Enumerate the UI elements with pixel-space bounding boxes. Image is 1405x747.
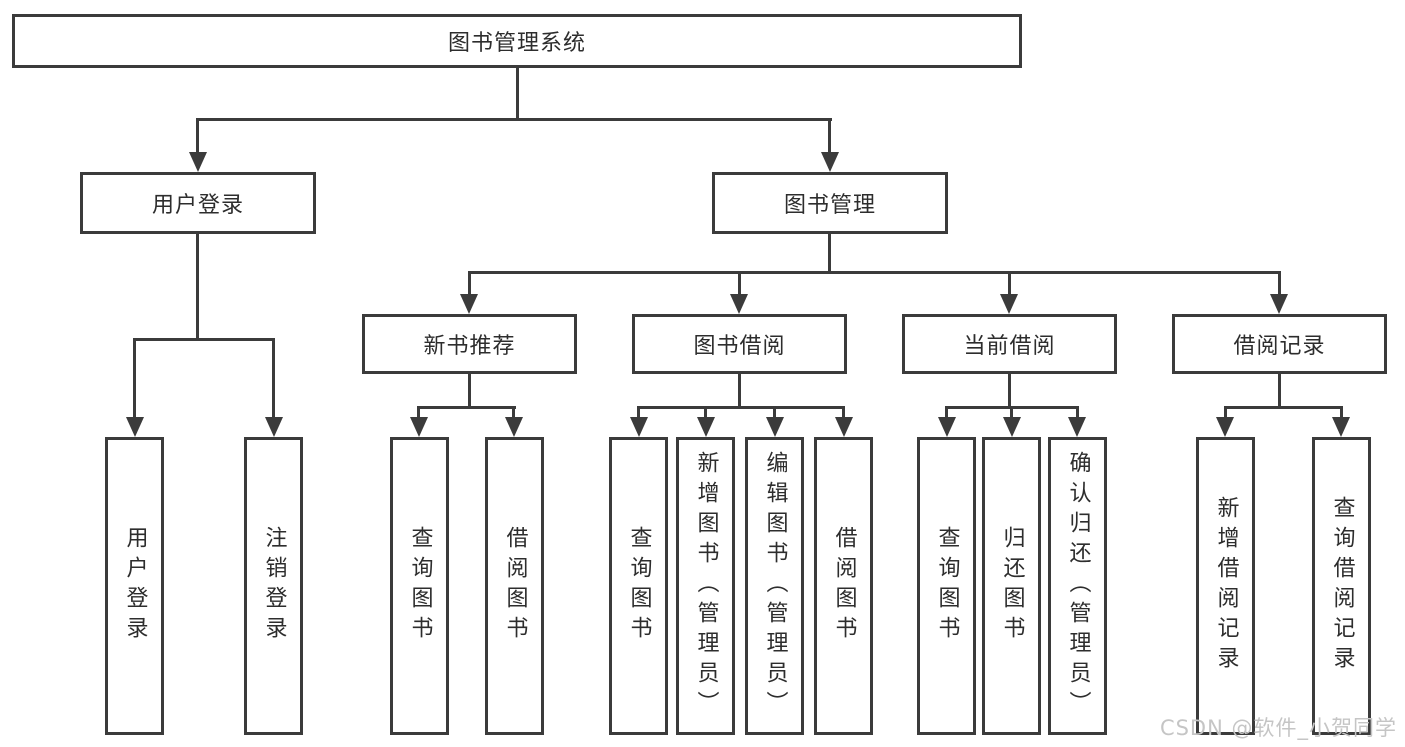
connector-line — [1008, 271, 1011, 296]
connector-line — [1010, 406, 1013, 421]
connector-line — [637, 406, 845, 409]
node-leaf-edit-books-admin: 编辑图书（管理员） — [745, 437, 804, 735]
connector-line — [704, 406, 707, 421]
connector-line — [1076, 406, 1079, 421]
node-new-book-recommendation: 新书推荐 — [362, 314, 577, 374]
arrowhead-down — [630, 417, 648, 437]
node-leaf-search-books: 查询图书 — [609, 437, 668, 735]
connector-line — [468, 271, 471, 296]
node-leaf-logout: 注销登录 — [244, 437, 303, 735]
node-user-login: 用户登录 — [80, 172, 316, 234]
arrowhead-down — [835, 417, 853, 437]
arrowhead-down — [821, 152, 839, 172]
node-borrowing-records: 借阅记录 — [1172, 314, 1387, 374]
connector-line — [196, 118, 832, 121]
arrowhead-down — [460, 294, 478, 314]
arrowhead-down — [766, 417, 784, 437]
arrowhead-down — [126, 417, 144, 437]
arrowhead-down — [410, 417, 428, 437]
arrowhead-down — [1270, 294, 1288, 314]
connector-line — [1008, 374, 1011, 406]
node-leaf-search-books: 查询图书 — [917, 437, 976, 735]
node-leaf-add-books-admin: 新增图书（管理员） — [676, 437, 735, 735]
arrowhead-down — [1068, 417, 1086, 437]
arrowhead-down — [1003, 417, 1021, 437]
connector-line — [738, 271, 741, 296]
arrowhead-down — [189, 152, 207, 172]
connector-line — [828, 118, 831, 154]
node-leaf-confirm-return-admin: 确认归还（管理员） — [1048, 437, 1107, 735]
node-leaf-borrow-books: 借阅图书 — [485, 437, 544, 735]
node-leaf-search-borrow-record: 查询借阅记录 — [1312, 437, 1371, 735]
arrowhead-down — [1216, 417, 1234, 437]
connector-line — [516, 68, 519, 118]
connector-line — [738, 374, 741, 406]
connector-line — [1278, 271, 1281, 296]
arrowhead-down — [1332, 417, 1350, 437]
arrowhead-down — [697, 417, 715, 437]
node-leaf-add-borrow-record: 新增借阅记录 — [1196, 437, 1255, 735]
connector-line — [468, 271, 1281, 274]
connector-line — [417, 406, 420, 421]
arrowhead-down — [265, 417, 283, 437]
connector-line — [133, 338, 274, 341]
arrowhead-down — [1000, 294, 1018, 314]
arrowhead-down — [938, 417, 956, 437]
connector-line — [196, 118, 199, 154]
node-leaf-return-books: 归还图书 — [982, 437, 1041, 735]
node-book-borrowing: 图书借阅 — [632, 314, 847, 374]
connector-line — [1224, 406, 1227, 421]
watermark: CSDN @软件_小贺同学 — [1159, 716, 1397, 740]
node-leaf-search-books: 查询图书 — [390, 437, 449, 735]
connector-line — [945, 406, 948, 421]
connector-line — [272, 338, 275, 423]
connector-line — [842, 406, 845, 421]
connector-line — [773, 406, 776, 421]
node-current-borrowing: 当前借阅 — [902, 314, 1117, 374]
connector-line — [468, 374, 471, 406]
connector-line — [1340, 406, 1343, 421]
connector-line — [512, 406, 515, 421]
node-book-management: 图书管理 — [712, 172, 948, 234]
connector-line — [133, 338, 136, 423]
node-leaf-user-login: 用户登录 — [105, 437, 164, 735]
connector-line — [196, 234, 199, 338]
connector-line — [1278, 374, 1281, 406]
arrowhead-down — [505, 417, 523, 437]
connector-line — [637, 406, 640, 421]
node-library-management-system: 图书管理系统 — [12, 14, 1022, 68]
connector-line — [417, 406, 516, 409]
node-leaf-borrow-books: 借阅图书 — [814, 437, 873, 735]
connector-line — [828, 234, 831, 271]
arrowhead-down — [730, 294, 748, 314]
connector-line — [1224, 406, 1342, 409]
